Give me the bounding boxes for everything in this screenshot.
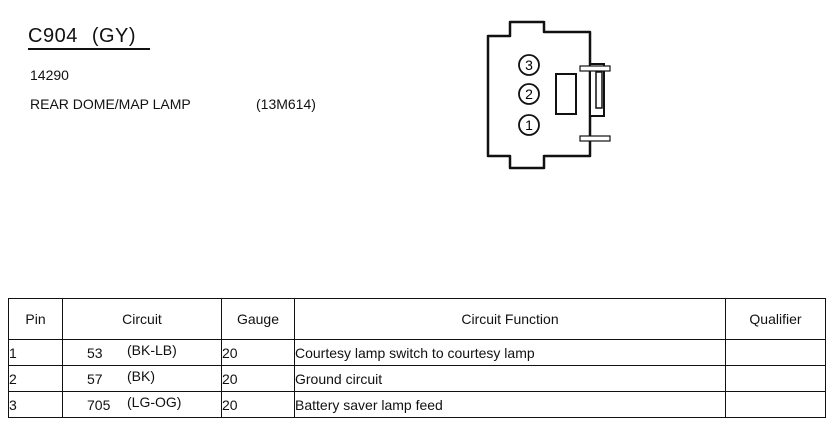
pin-2-label: 2: [525, 86, 533, 102]
component-code: (13M614): [256, 96, 316, 112]
pin-1-cavity: [518, 114, 540, 136]
qualifier: [725, 391, 826, 418]
circuit-cell: 705 (LG-OG): [62, 391, 222, 418]
circuit-function: Courtesy lamp switch to courtesy lamp: [294, 339, 726, 366]
wire-gauge: 20: [221, 391, 295, 418]
latch-inner: [595, 71, 603, 109]
wire-gauge: 20: [221, 339, 295, 366]
header-pin: Pin: [8, 298, 63, 340]
circuit-function: Battery saver lamp feed: [294, 391, 726, 418]
pin-1-label: 1: [525, 117, 533, 133]
wire-color: (LG-OG): [127, 394, 182, 410]
circuit-number: 53: [87, 345, 103, 361]
connector-id: C904: [28, 25, 78, 47]
connector-face-diagram: 3 2 1: [486, 20, 611, 170]
circuit-cell: 57 (BK): [62, 365, 222, 392]
table-row: 3 705 (LG-OG) 20 Battery saver lamp feed: [8, 391, 826, 418]
keying-slot: [555, 73, 577, 115]
table-row: 2 57 (BK) 20 Ground circuit: [8, 365, 826, 392]
wire-gauge: 20: [221, 365, 295, 392]
wire-color: (BK-LB): [127, 342, 177, 358]
connector-title: C904 (GY): [28, 24, 151, 50]
pin-table: Pin Circuit Gauge Circuit Function Quali…: [8, 298, 826, 418]
qualifier: [725, 365, 826, 392]
pin-number: 1: [8, 339, 63, 366]
header-circuit-function: Circuit Function: [294, 298, 726, 340]
component-name: REAR DOME/MAP LAMP: [30, 96, 191, 112]
circuit-number: 57: [87, 371, 103, 387]
pin-number: 2: [8, 365, 63, 392]
latch-rail-bottom: [579, 135, 611, 142]
circuit-cell: 53 (BK-LB): [62, 339, 222, 366]
pin-number: 3: [8, 391, 63, 418]
table-row: 1 53 (BK-LB) 20 Courtesy lamp switch to c…: [8, 339, 826, 366]
pin-3-label: 3: [525, 57, 533, 73]
circuit-function: Ground circuit: [294, 365, 726, 392]
connector-color: (GY): [91, 25, 137, 47]
wire-color: (BK): [127, 368, 155, 384]
circuit-number: 705: [87, 397, 111, 413]
part-number: 14290: [30, 67, 69, 83]
qualifier: [725, 339, 826, 366]
table-header-row: Pin Circuit Gauge Circuit Function Quali…: [8, 298, 826, 340]
header-gauge: Gauge: [221, 298, 295, 340]
latch-rail-top: [579, 65, 611, 72]
pin-3-cavity: [518, 54, 540, 76]
component-description: REAR DOME/MAP LAMP (13M614): [30, 96, 316, 112]
header-circuit: Circuit: [62, 298, 222, 340]
pin-2-cavity: [518, 83, 540, 105]
header-qualifier: Qualifier: [725, 298, 826, 340]
